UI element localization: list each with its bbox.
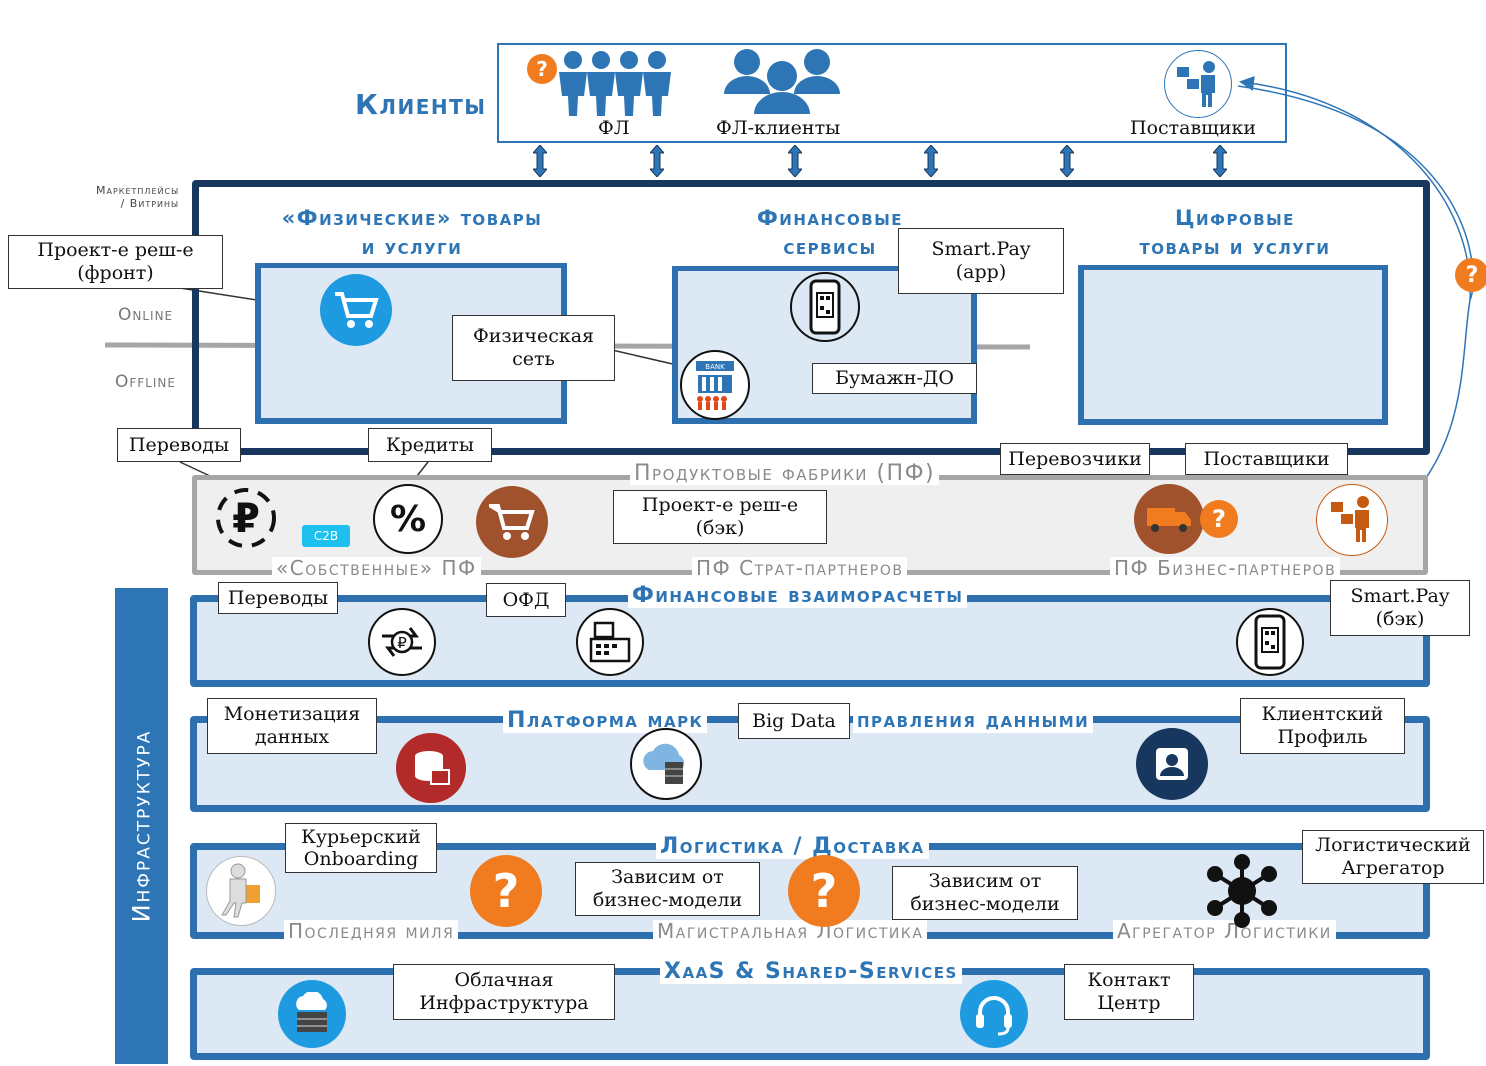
- bidirectional-arrow-icon: [788, 145, 802, 177]
- truck-icon: [1134, 484, 1204, 554]
- data-platform-title-b: правления данными: [853, 709, 1094, 733]
- callout-ofd: ОФД: [486, 583, 566, 617]
- cloud-server-icon: [278, 980, 346, 1048]
- biz-factories-label: ПФ Бизнес-партнеров: [1110, 557, 1341, 579]
- supplier-icon: [1164, 50, 1232, 118]
- offline-label: Offline: [115, 372, 176, 392]
- digital-goods-box: [1078, 265, 1388, 425]
- physical-goods-title: «Физические» товары и услуги: [281, 206, 543, 259]
- fl-clients-label: ФЛ-клиенты: [716, 117, 841, 139]
- clients-title: Клиенты: [355, 88, 487, 121]
- callout-paper-do: Бумажн-ДО: [812, 363, 977, 394]
- exchange-icon: ₽: [368, 608, 436, 676]
- bidirectional-arrow-icon: [650, 145, 664, 177]
- trunk-logistics-label: Магистральная Логистика: [653, 920, 928, 942]
- financial-services-title: Финансовые сервисы: [756, 206, 904, 259]
- own-factories-label: «Собственные» ПФ: [272, 557, 481, 579]
- strat-factories-label: ПФ Страт-партнеров: [692, 557, 908, 579]
- courier-icon: [206, 856, 276, 926]
- fin-settlements-title: Финансовые взаиморасчеты: [628, 584, 968, 608]
- callout-transfers-top: Переводы: [117, 428, 241, 462]
- callout-transfers-fin: Переводы: [218, 582, 338, 614]
- cash-register-icon: [576, 608, 644, 676]
- svg-text:BANK: BANK: [705, 363, 725, 371]
- fl-label: ФЛ: [598, 117, 630, 139]
- database-money-icon: [396, 733, 466, 803]
- smartphone-qr-icon: [1236, 608, 1304, 676]
- clients-group-icon: [724, 49, 840, 114]
- c2b-badge: C2B: [302, 525, 350, 547]
- question-icon: ?: [1200, 500, 1238, 538]
- headset-icon: [960, 980, 1028, 1048]
- callout-carriers: Перевозчики: [1000, 443, 1150, 475]
- shopping-cart-icon: [476, 486, 548, 558]
- clients-box: [497, 43, 1287, 143]
- svg-text:₽: ₽: [397, 634, 407, 652]
- people-group-icon: [559, 51, 671, 116]
- question-icon: ?: [470, 855, 542, 927]
- ruble-icon: ₽: [213, 482, 279, 554]
- infrastructure-sidebar: [115, 588, 168, 1064]
- callout-big-data: Big Data: [738, 703, 850, 739]
- aggregator-label: Агрегатор Логистики: [1113, 920, 1336, 942]
- network-hub-icon: [1205, 854, 1279, 928]
- question-icon: ?: [527, 54, 557, 84]
- bidirectional-arrow-icon: [924, 145, 938, 177]
- callout-back: Проект-е реш-е(бэк): [613, 490, 827, 544]
- callout-smartpay-app: Smart.Pay(app): [898, 228, 1064, 294]
- bidirectional-arrow-icon: [1060, 145, 1074, 177]
- bidirectional-arrow-icon: [1213, 145, 1227, 177]
- xaas-title: XaaS & Shared-Services: [660, 960, 962, 984]
- suppliers-label: Поставщики: [1130, 117, 1257, 139]
- cloud-database-icon: [630, 728, 702, 800]
- bank-icon: BANK: [680, 350, 750, 420]
- last-mile-label: Последняя миля: [284, 920, 459, 942]
- callout-smartpay-back: Smart.Pay(бэк): [1330, 580, 1470, 636]
- callout-credits: Кредиты: [368, 428, 492, 462]
- infrastructure-label: Инфраструктура: [127, 729, 156, 923]
- marketplaces-frame: [192, 180, 1430, 455]
- bidirectional-arrow-icon: [533, 145, 547, 177]
- supplier-icon: [1316, 484, 1388, 556]
- user-profile-icon: [1136, 728, 1208, 800]
- svg-text:₽: ₽: [232, 496, 260, 542]
- shopping-cart-icon: [320, 274, 392, 346]
- marketplaces-label: Маркетплейсы / Витрины: [96, 184, 180, 210]
- online-label: Online: [118, 305, 174, 325]
- product-factories-title: Продуктовые фабрики (ПФ): [630, 463, 940, 485]
- callout-front: Проект-е реш-е(фронт): [8, 235, 223, 289]
- data-platform-title-a: Платформа марк: [503, 709, 708, 733]
- callout-suppliers-pf: Поставщики: [1185, 443, 1348, 475]
- question-icon: ?: [1455, 258, 1486, 292]
- smartphone-qr-icon: [790, 272, 860, 342]
- logistics-title: Логистика / Доставка: [656, 835, 929, 859]
- question-icon: ?: [788, 855, 860, 927]
- digital-goods-title: Цифровые товары и услуги: [1139, 206, 1331, 259]
- percent-icon: %: [373, 484, 443, 554]
